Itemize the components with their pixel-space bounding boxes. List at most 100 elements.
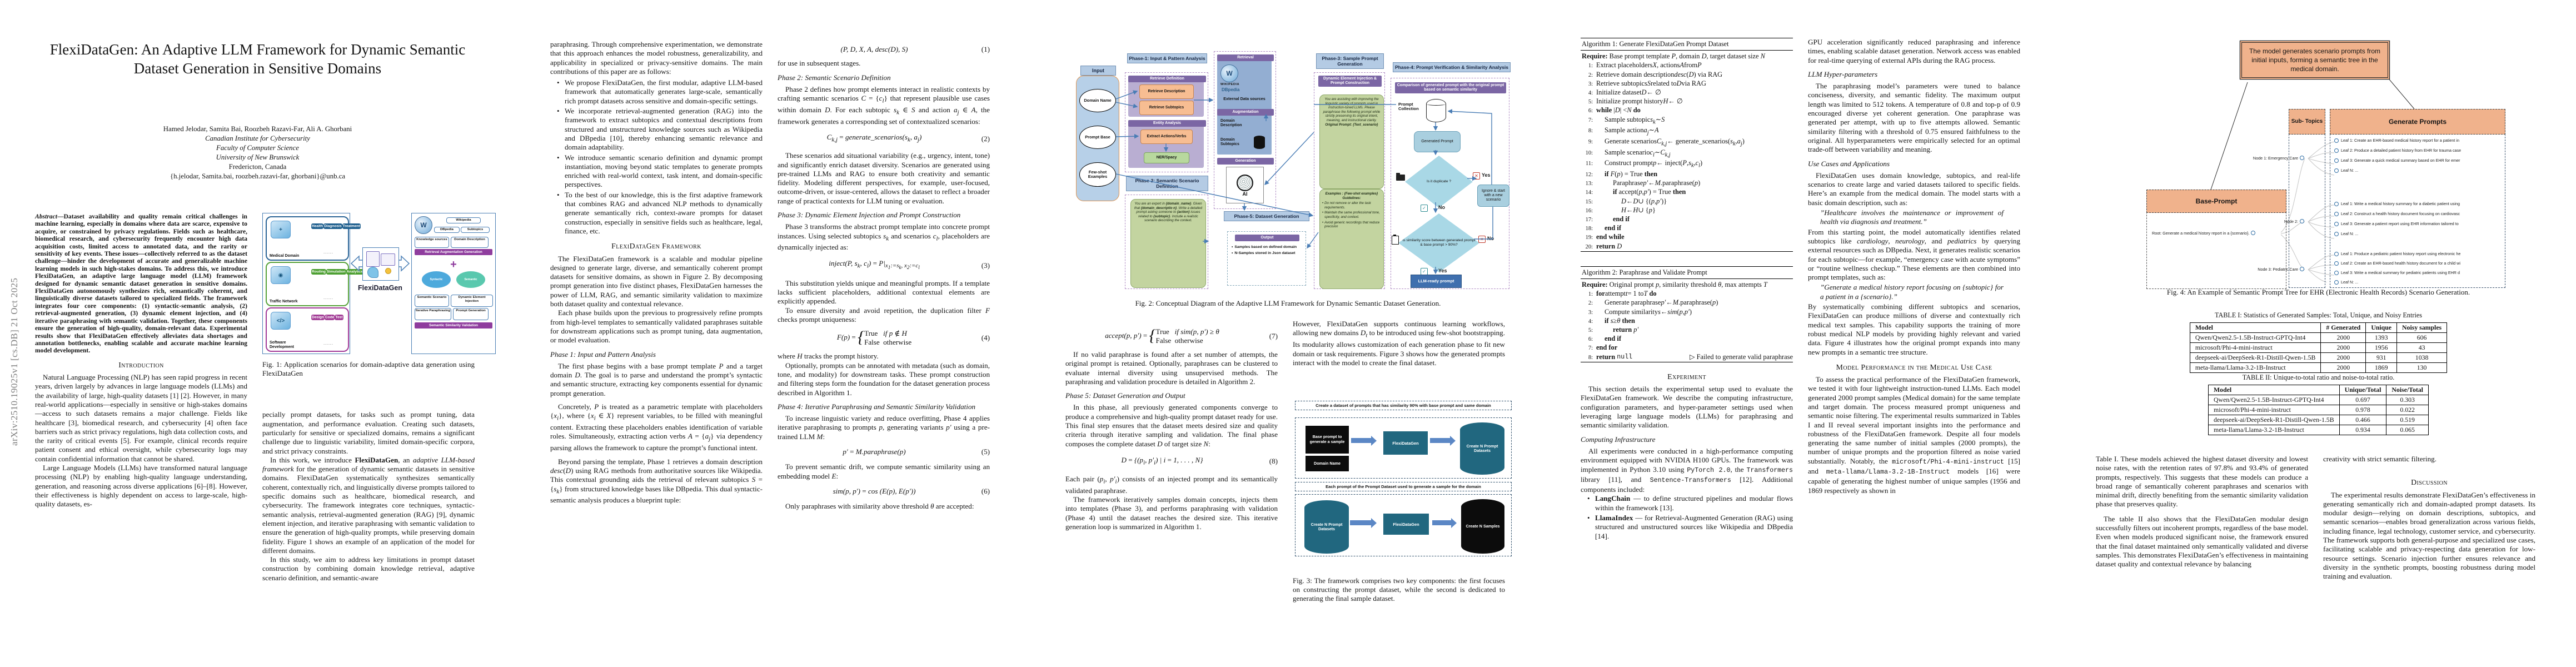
after-eq4: where H tracks the prompt history. bbox=[778, 352, 879, 361]
page1-column-1: Abstract—Dataset availability and qualit… bbox=[35, 213, 247, 509]
page4-column-2: GPU acceleration significantly reduced p… bbox=[1808, 38, 2020, 495]
output-item: •Samples based on defined domain bbox=[1232, 245, 1297, 249]
fig2-phase4-box bbox=[1391, 78, 1509, 289]
bullet-icon: • bbox=[1587, 494, 1590, 503]
leaf-item: Leaf 3: Generate a quick medical summary… bbox=[2334, 158, 2501, 163]
arrow-icon bbox=[1350, 517, 1377, 528]
fig1-center: FlexiDataGen bbox=[350, 213, 410, 353]
fig2-generated-prompt: Generated Prompt bbox=[1414, 131, 1461, 152]
quote-healthcare: ”Healthcare involves the maintenance or … bbox=[1820, 208, 2004, 226]
p5c2-paragraph-0: creativity with strict semantic filterin… bbox=[2323, 455, 2437, 463]
fig3-base-prompt-box: Base prompt to generate a sample bbox=[1306, 426, 1349, 454]
domain-tag: Test bbox=[335, 314, 343, 320]
dynamic-element-injection-box: Dynamic Element Injection bbox=[451, 295, 493, 307]
domain-tag: Diagnosis bbox=[323, 223, 342, 229]
prompt-collection-cylinder-icon bbox=[1426, 99, 1446, 122]
fig4-node-1: Node 1: Emergency Care bbox=[2205, 156, 2304, 161]
wikipedia-icon: W bbox=[1220, 64, 1238, 82]
fig2-retrieve-subtopics: Retrieve Subtopics bbox=[1139, 101, 1194, 115]
phase2-paragraph-2: These scenarios add situational variabil… bbox=[778, 151, 990, 205]
table-row: meta-llama/Llama-3.2-1B-Instruct 0.934 0… bbox=[2208, 425, 2429, 435]
algorithm-line: 15:D ← D ∪ {(p, p′)} bbox=[1585, 197, 1667, 205]
fig2-output-header: Output bbox=[1235, 235, 1299, 241]
section-experiment: Experiment bbox=[1667, 372, 1706, 381]
algorithm-line: 9:Generate scenarios Ck,j ← generate_sce… bbox=[1588, 137, 1745, 147]
fig4-baseprompt-header: Base-Prompt bbox=[2146, 190, 2286, 213]
contribution-bullet: •We propose FlexiDataGen, the first modu… bbox=[557, 78, 763, 105]
leaf-item: Leaf 2: Produce a detailed patient histo… bbox=[2334, 148, 2501, 153]
algorithm-line: 2:Generate paraphrase p′ ← M.paraphrase(… bbox=[1588, 298, 1718, 307]
framework-paragraph-2: Each phase builds upon the previous to p… bbox=[550, 308, 763, 345]
semantic-similarity-validation-bar: Semantic Similarity Validation bbox=[415, 322, 492, 328]
fig2-phase2-header: Phase-2: Semantic Scenario Definition bbox=[1126, 176, 1208, 191]
fig4-subtopics-header: Sub- Topics bbox=[2289, 109, 2325, 135]
fig2-prompt-collection-label: Prompt Collection bbox=[1398, 102, 1419, 111]
phase5-heading: Phase 5: Dataset Generation and Output bbox=[1065, 391, 1185, 400]
uc-paragraph-2: From this starting point, the model auto… bbox=[1808, 227, 2020, 282]
leaf-item: Leaf N: ... bbox=[2334, 280, 2501, 285]
section-discussion: Discussion bbox=[2411, 478, 2448, 487]
table-1-col-model: Model bbox=[2189, 322, 2321, 333]
phase4-paragraph-1: To increase linguistic variety and reduc… bbox=[778, 414, 990, 441]
fig2-output-box bbox=[1227, 231, 1306, 286]
fig2-ner-spacy: NER/Spacy bbox=[1144, 152, 1189, 163]
table-2-block: TABLE II: Unique-to-total ratio and nois… bbox=[2096, 374, 2541, 435]
page2-column-2: (P, D, X, A, desc(D), S)(1) for use in s… bbox=[778, 40, 990, 511]
contribution-bullet: •We introduce semantic scenario definiti… bbox=[557, 153, 763, 189]
table-2: Model Unique/Total Noise/Total Qwen/Qwen… bbox=[2208, 385, 2429, 435]
algorithm-line: 6:end if bbox=[1588, 335, 1621, 343]
table-1-block: TABLE I: Statistics of Generated Samples… bbox=[2096, 311, 2541, 373]
fig2-phase3-header: Phase-3: Sample Prompt Generation bbox=[1316, 53, 1384, 69]
fig2-llm-ready-prompt: LLM-ready prompt bbox=[1411, 275, 1462, 288]
fig3-header-2: Each prompt of the Prompt Dataset used t… bbox=[1295, 482, 1512, 491]
p1c2-paragraph-3: In this study, we aim to address key lim… bbox=[262, 555, 475, 582]
algorithm-line: 7:Sample subtopic sk ∼ S bbox=[1588, 115, 1665, 126]
dots: ...... bbox=[323, 296, 333, 300]
guideline-item: •Maintain the same professional tone, sp… bbox=[1322, 211, 1380, 219]
fig2-phase4-header: Phase-4: Prompt Verification & Similarit… bbox=[1393, 62, 1511, 72]
bullet-icon: • bbox=[557, 190, 560, 199]
contribution-bullet: •To the best of our knowledge, this is t… bbox=[557, 190, 763, 235]
section-introduction: Introduction bbox=[118, 360, 164, 369]
hyper-parameters-heading: LLM Hyper-parameters bbox=[1808, 69, 1878, 78]
algorithm-line: 1:for attempt t = 1 to T do bbox=[1588, 290, 1657, 298]
guideline-item: •Avoid generic recordings that reduce pr… bbox=[1322, 220, 1380, 229]
fig2-extract-actions: Extract Actions/Verbs bbox=[1140, 130, 1193, 144]
algorithm-line: 4:Initialize dataset D ← ∅ bbox=[1588, 88, 1661, 97]
ci-bullets: •LangChain — to define structured pipeli… bbox=[1581, 494, 1793, 540]
page-5: The model generates scenario prompts fro… bbox=[2061, 0, 2576, 667]
discussion-paragraph-1: The experimental results demonstrate Fle… bbox=[2323, 490, 2535, 581]
algorithm-line: 14:if accept(p, p′) = True then bbox=[1585, 188, 1686, 196]
equation-1: (P, D, X, A, desc(D), S)(1) bbox=[840, 45, 990, 53]
p3c2-paragraph-1: However, FlexiDataGen supports continuou… bbox=[1293, 320, 1506, 367]
p1c2-paragraph-1: pecially prompt datasets, for tasks such… bbox=[262, 410, 475, 455]
page5-column-1: Table I. These models achieved the highe… bbox=[2096, 455, 2308, 569]
figure-3: Create a dataset of prompts that has sim… bbox=[1295, 401, 1512, 571]
page1-column-2: Fig. 1: Application scenarios for domain… bbox=[262, 360, 475, 583]
fig2-guidelines-box: Examples : {Few-shot examples} Guideline… bbox=[1319, 189, 1384, 289]
abstract: Abstract—Dataset availability and qualit… bbox=[35, 213, 247, 355]
phase1-paragraph-1: The first phase begins with a base promp… bbox=[550, 361, 763, 397]
figure-2: Input Domain Name Prompt Base Few-shot E… bbox=[1065, 49, 1511, 289]
author-emails: {h.jelodar, Samita.bai, roozbeh.razavi-f… bbox=[170, 172, 346, 180]
algorithm-line: 4:if s ≥ θ then bbox=[1588, 316, 1635, 325]
fig4-subtopics-column bbox=[2289, 109, 2325, 288]
fig3-prompt-datasets-cylinder-1: Create N Prompt Datasets bbox=[1460, 422, 1504, 475]
leaf-item: Leaf 3: Generate a patient report using … bbox=[2334, 221, 2501, 226]
algorithm-line: 12:if F(p) = True then bbox=[1585, 170, 1658, 178]
fig4-callout: The model generates scenario prompts fro… bbox=[2241, 42, 2388, 78]
fig3-samples-cylinder: Create N Samples bbox=[1461, 499, 1504, 554]
algorithm-1-require: Require: Base prompt template P, domain … bbox=[1582, 52, 1765, 61]
algorithm-2-title: Algorithm 2: Paraphrase and Validate Pro… bbox=[1581, 267, 1793, 280]
fig2-domain-subtopics: Domain Subtopics bbox=[1220, 138, 1239, 146]
algorithm-line: 10:Sample scenario cl ∼ Ck,j bbox=[1585, 148, 1671, 158]
fig4-node2-leaves: Leaf 1: Write a medical history summary … bbox=[2334, 201, 2501, 241]
algorithm-line: 3:Compute similarity s ← sim(p, p′) bbox=[1588, 307, 1692, 316]
fig3-flexidatagen-2: FlexiDataGen bbox=[1383, 514, 1429, 535]
guideline-item: •Do not remove or alter the task require… bbox=[1322, 201, 1371, 210]
